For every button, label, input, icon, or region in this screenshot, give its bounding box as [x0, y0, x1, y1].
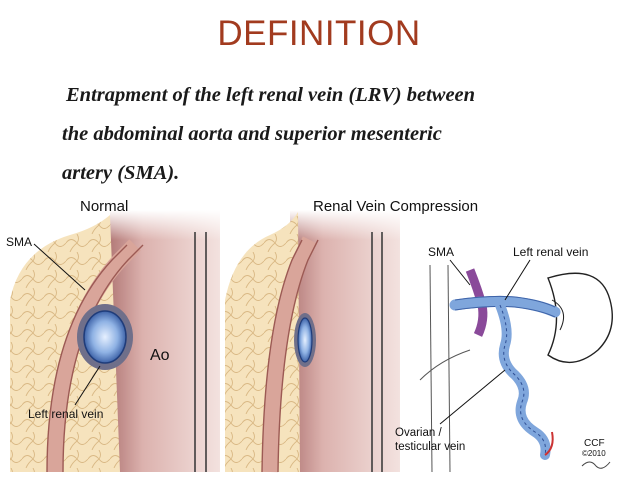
normal-lrv-label: Left renal vein	[28, 407, 103, 421]
normal-sma-vessel	[47, 239, 141, 473]
normal-heading: Normal	[80, 198, 128, 215]
compression-fat-tissue	[225, 212, 300, 472]
definition-line-3: artery (SMA).	[62, 162, 180, 184]
normal-panel: Normal SMA Ao Left renal vein	[6, 198, 220, 473]
renal-anatomy-sketch: SMA Left renal vein Ovarian / testicular…	[395, 245, 613, 473]
slide-title: DEFINITION	[217, 14, 421, 53]
left-renal-vein-sketch	[449, 295, 561, 318]
compression-panel: Renal Vein Compression	[225, 198, 478, 473]
sketch-lrv-label: Left renal vein	[513, 245, 588, 259]
artist-signature	[581, 461, 611, 469]
compression-sma-vessel	[262, 236, 318, 473]
sketch-sma-label: SMA	[428, 245, 454, 259]
normal-aorta-label: Ao	[150, 347, 170, 364]
compressed-lrv-vessel	[297, 317, 313, 363]
normal-sma-label: SMA	[6, 235, 32, 249]
definition-line-1: Entrapment of the left renal vein (LRV) …	[66, 84, 476, 106]
ovarian-label-1: Ovarian /	[395, 427, 442, 439]
credit-ccf: CCF	[584, 438, 605, 449]
ovarian-vein-sketch	[495, 300, 551, 460]
normal-lrv-vessel	[83, 310, 127, 364]
definition-text: Entrapment of the left renal vein (LRV) …	[62, 76, 622, 193]
ovarian-label-2: testicular vein	[395, 441, 465, 453]
definition-line-2: the abdominal aorta and superior mesente…	[62, 123, 442, 145]
credit-year: ©2010	[582, 449, 606, 458]
compression-heading: Renal Vein Compression	[313, 198, 478, 215]
kidney-outline	[547, 272, 613, 363]
renal-vein-illustration: Normal SMA Ao Left renal vein Renal Vein…	[6, 198, 613, 473]
